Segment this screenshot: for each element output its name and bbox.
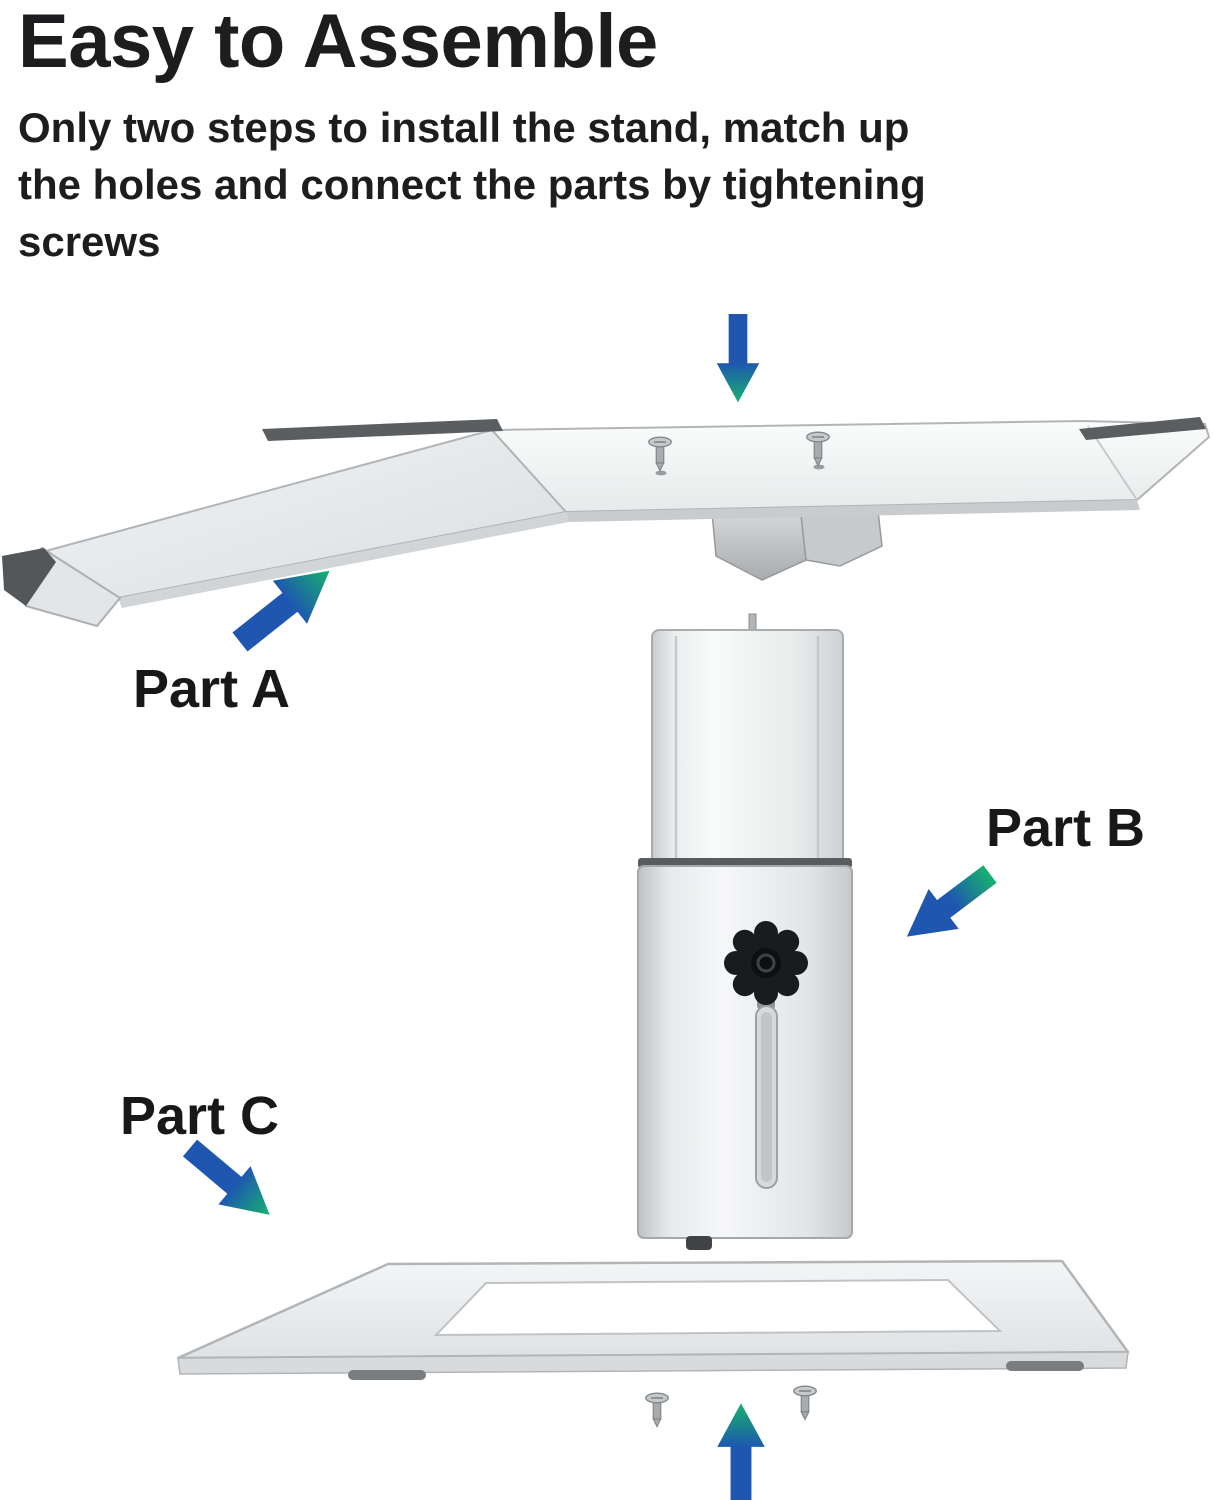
column-upper [651,629,844,867]
rubber-pad [262,419,503,441]
header: Easy to Assemble Only two steps to insta… [18,2,1198,270]
part-a-platform [2,417,1211,628]
base-front-edge [177,1351,1129,1375]
part-b-column [637,613,853,1250]
platform-front-edge [566,500,1140,522]
adjustment-knob [724,921,808,1005]
front-lip-pad [2,548,56,606]
foot-pad [348,1370,426,1380]
part-b-label: Part B [986,798,1146,858]
slide-slot-channel [761,1012,772,1182]
column-foot [686,1236,712,1250]
foot-pad [1006,1361,1084,1371]
column-sleeve [637,865,853,1239]
rubber-pad [1079,417,1206,440]
screw-icon [793,1385,817,1421]
subtitle-line: the holes and connect the parts by tight… [18,161,926,209]
screw-hole [655,470,667,476]
base-cutout [433,1278,1003,1337]
screw-hole [813,464,825,470]
subtitle-line: screws [18,218,161,266]
arrow-up-icon [717,1403,765,1500]
platform-front-edge [118,512,569,608]
arrow-down-left-icon [891,854,1006,957]
screw-icon [645,1392,669,1428]
subtitle-line: Only two steps to install the stand, mat… [18,104,910,152]
part-a-label: Part A [133,659,291,719]
part-c-base [176,1259,1130,1380]
part-c-label: Part C [120,1086,280,1146]
page-subtitle: Only two steps to install the stand, mat… [18,99,1198,270]
page-title: Easy to Assemble [18,0,658,84]
arrow-down-icon [716,314,760,403]
